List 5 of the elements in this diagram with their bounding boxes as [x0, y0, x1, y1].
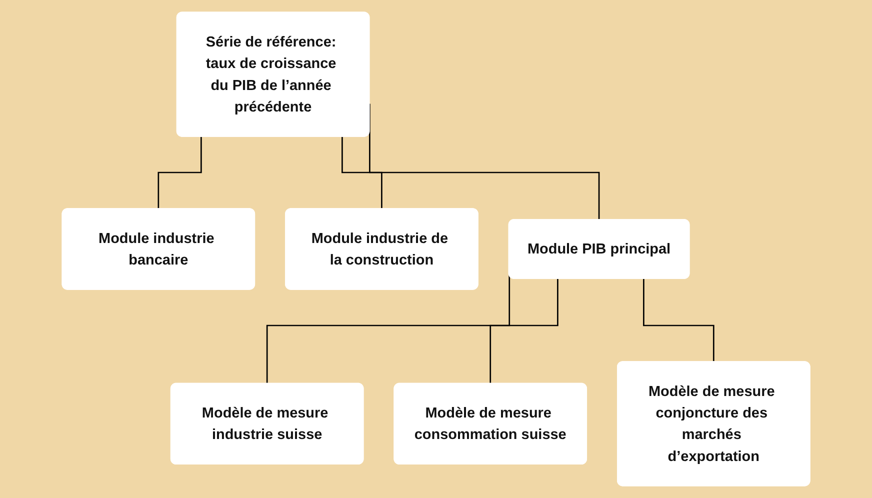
- connector: [490, 278, 558, 385]
- connector: [642, 278, 715, 363]
- connector: [341, 136, 383, 210]
- connector: [158, 136, 202, 210]
- hierarchy-diagram: Série de référence: taux de croissance du PIB de l’année précédente Module industrie bancaire Module industrie de la construction Module PIB principal Modèle de mesure industrie suisse Modèle de mesure consommation suisse Modèle de mesure conjoncture des marchés d’exportation: [54, 4, 818, 494]
